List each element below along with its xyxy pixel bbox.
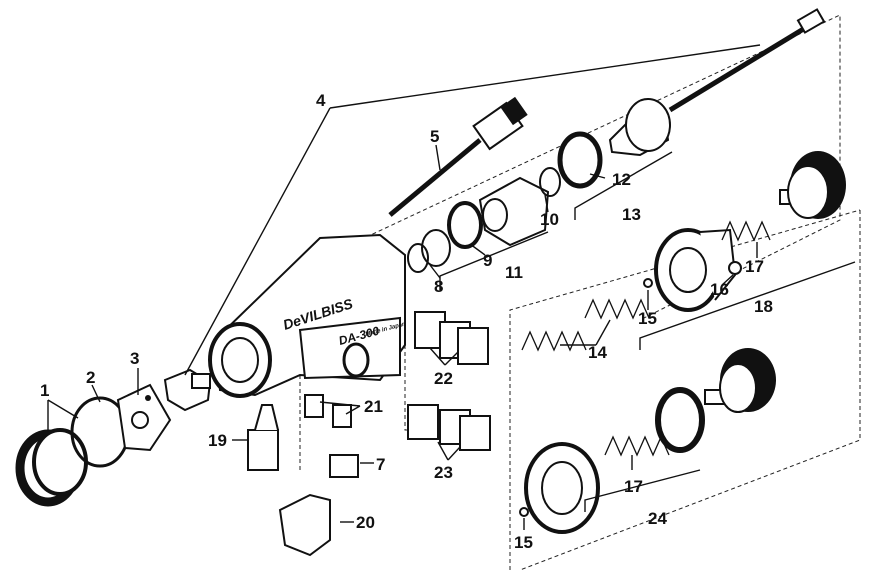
clip-15-lower — [519, 507, 529, 517]
label-13: 13 — [622, 205, 641, 224]
label-9: 9 — [483, 251, 492, 270]
ring-10 — [539, 167, 561, 197]
label-14: 14 — [588, 343, 607, 362]
adjust-knob-upper — [779, 151, 846, 219]
fitting-19 — [247, 404, 279, 471]
spring-14 — [521, 298, 650, 352]
label-24: 24 — [648, 509, 667, 528]
spring-17-lower — [604, 435, 670, 457]
valve-body-24 — [524, 442, 600, 534]
label-22: 22 — [434, 369, 453, 388]
label-17-upper: 17 — [745, 257, 764, 276]
needle-guide-13 — [608, 98, 671, 157]
label-19: 19 — [208, 431, 227, 450]
fittings-22 — [414, 311, 489, 365]
label-7: 7 — [376, 455, 385, 474]
fluid-nozzle — [163, 368, 212, 412]
label-8: 8 — [434, 277, 443, 296]
label-15-upper: 15 — [638, 309, 657, 328]
label-20: 20 — [356, 513, 375, 532]
packing-9 — [447, 201, 483, 249]
label-11: 11 — [505, 263, 523, 282]
label-10: 10 — [540, 210, 559, 229]
label-4: 4 — [316, 91, 326, 110]
label-21: 21 — [364, 397, 383, 416]
gasket-8b — [421, 229, 451, 267]
valve-body-18 — [654, 228, 737, 312]
gun-body: DeVILBISS DA-300 Made in Japan — [208, 233, 407, 398]
seal-12 — [557, 131, 603, 189]
ball-16 — [728, 261, 742, 275]
label-15-lower: 15 — [514, 533, 533, 552]
label-17-lower: 17 — [624, 477, 643, 496]
label-23: 23 — [434, 463, 453, 482]
screws-21 — [304, 394, 352, 428]
air-cap — [116, 383, 172, 452]
label-16: 16 — [710, 280, 729, 299]
fitting-7 — [329, 454, 359, 478]
fittings-23 — [407, 404, 491, 451]
air-cap-ring — [15, 428, 88, 507]
label-18: 18 — [754, 297, 773, 316]
label-12: 12 — [612, 170, 631, 189]
adjusting-needle — [668, 8, 826, 113]
label-3: 3 — [130, 349, 139, 368]
seal-lower — [655, 387, 705, 453]
label-5: 5 — [430, 127, 439, 146]
label-2: 2 — [86, 368, 95, 387]
label-1: 1 — [40, 381, 49, 400]
fluid-needle — [388, 96, 528, 217]
needle-packing-set — [478, 176, 550, 247]
part-number-labels: 1 2 3 4 5 7 8 9 10 11 12 13 14 15 15 16 … — [40, 91, 773, 552]
leader-lines — [47, 44, 856, 530]
adjust-knob-lower — [704, 348, 776, 413]
clip-15-upper — [643, 278, 653, 288]
plug-20 — [278, 493, 331, 557]
gasket-8 — [407, 243, 429, 273]
spring-17-upper — [721, 220, 771, 242]
